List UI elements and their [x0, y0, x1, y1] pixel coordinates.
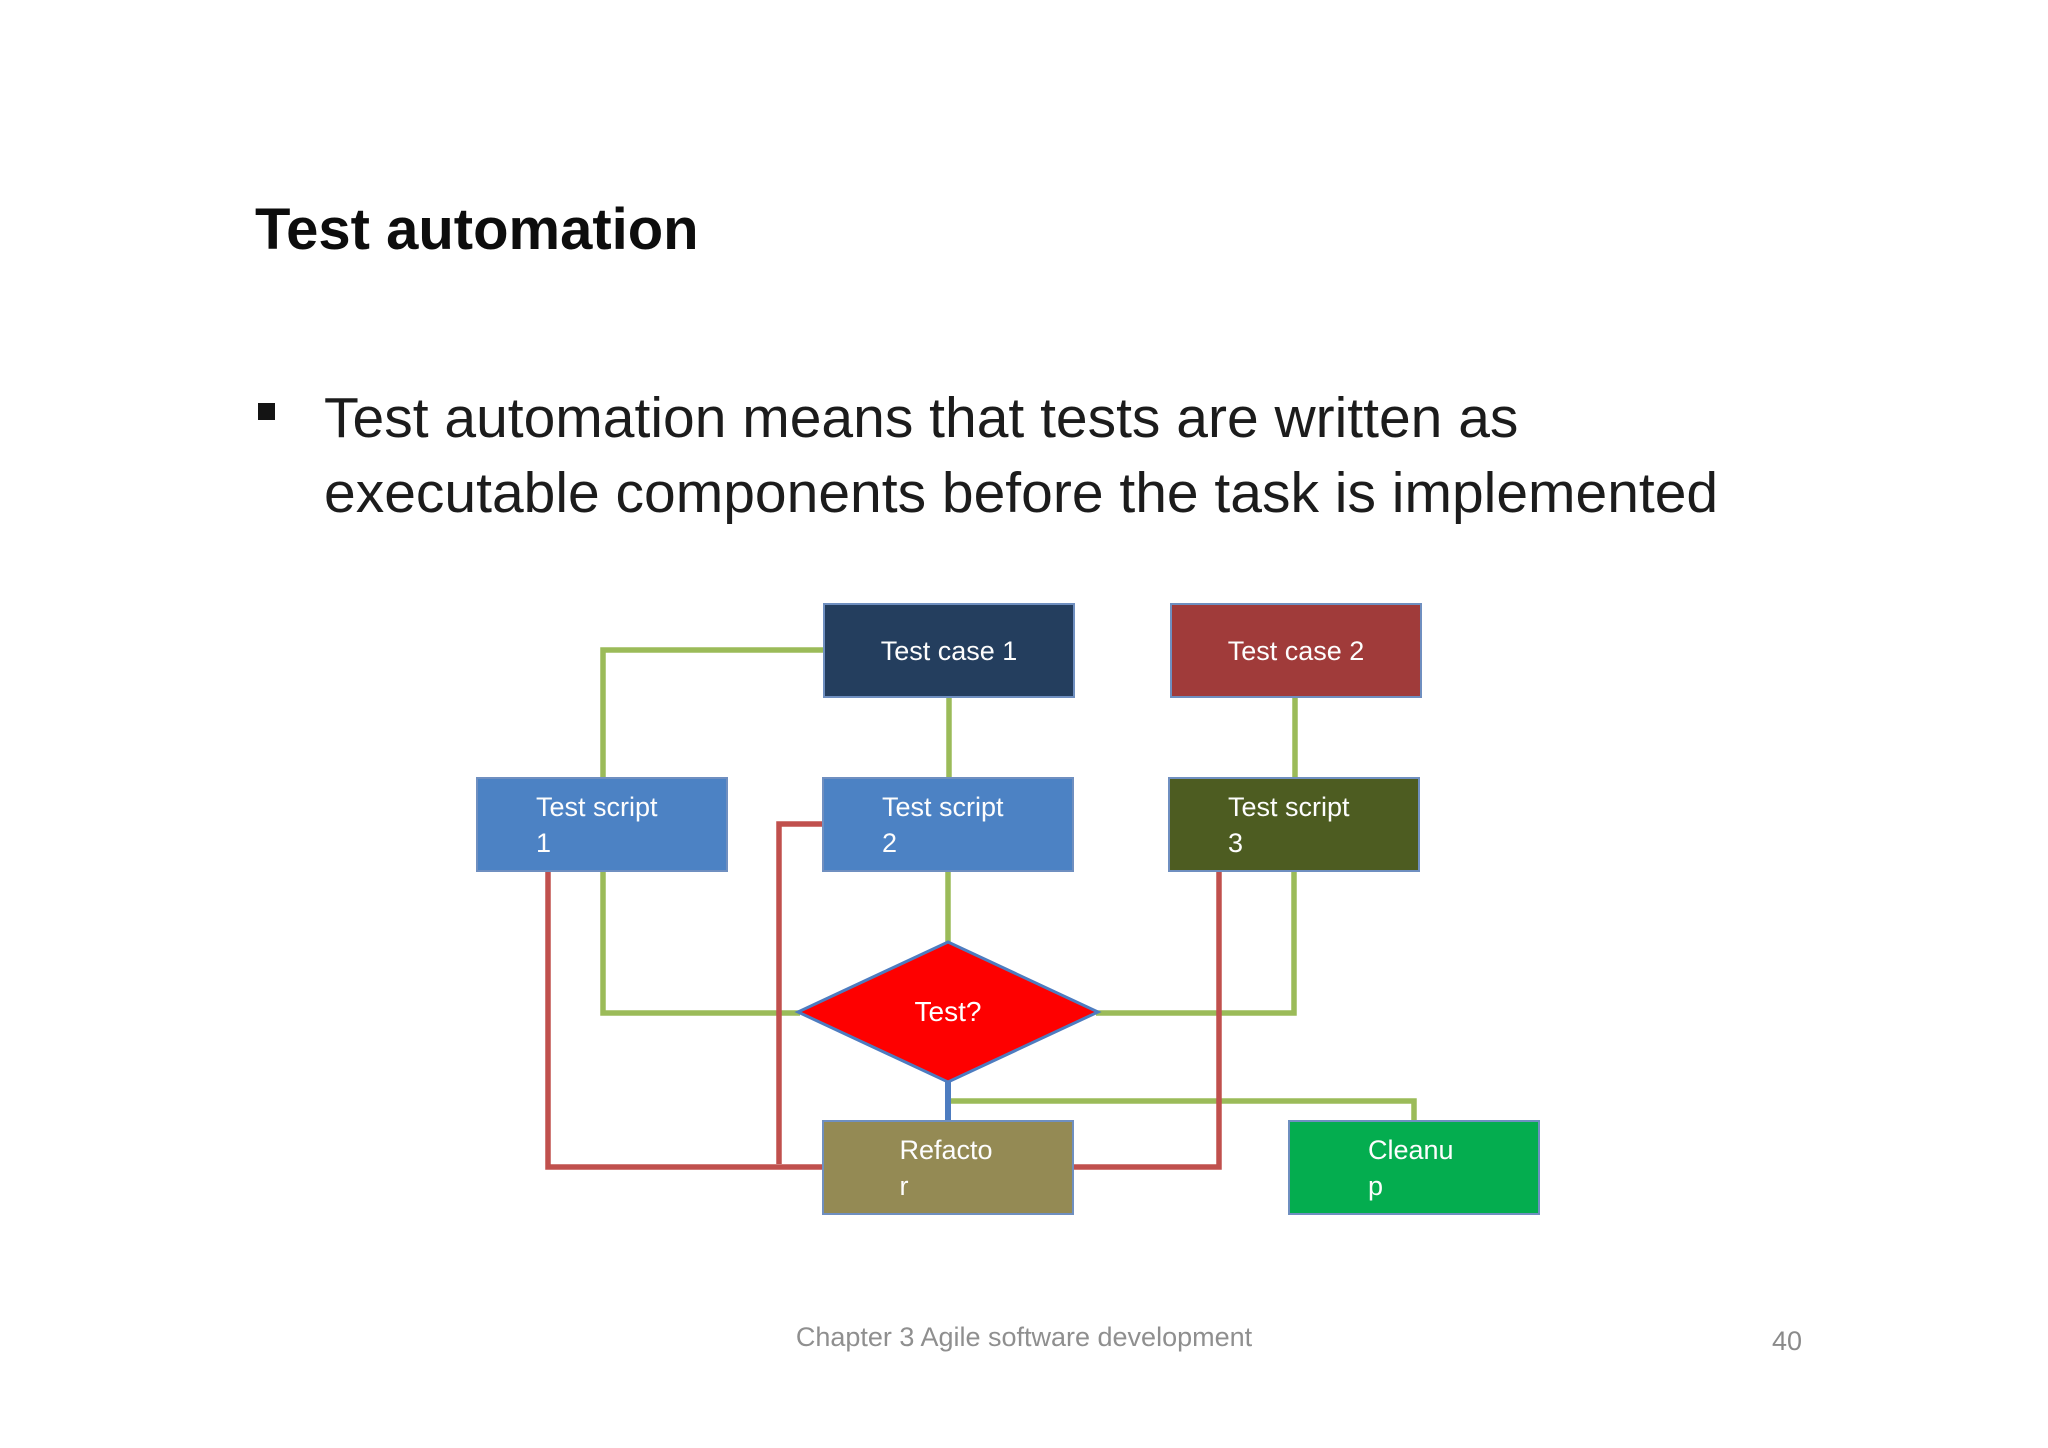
node-test-decision-label: Test?	[914, 996, 982, 1027]
node-refactor: Refactor	[822, 1120, 1074, 1215]
edge-ts1-test	[600, 872, 800, 1016]
footer-chapter-text: Chapter 3 Agile software development	[795, 1322, 1253, 1352]
node-label: Test script 1	[536, 791, 658, 858]
edge-tc1-ts1	[600, 647, 823, 777]
node-label: Cleanup	[1368, 1134, 1454, 1201]
edge-test-cleanup	[948, 1098, 1417, 1122]
node-label: Test script 3	[1228, 791, 1350, 858]
edge-ts2-refactor	[776, 821, 822, 1164]
edge-ts3-refactor	[1074, 872, 1222, 1170]
node-test-script-2: Test script 2	[822, 777, 1074, 872]
node-label: Test script 2	[882, 791, 1004, 858]
node-test-script-3: Test script 3	[1168, 777, 1420, 872]
edge-ts3-test	[1096, 872, 1297, 1016]
bullet-text: Test automation means that tests are wri…	[324, 386, 1719, 525]
node-label: Refactor	[899, 1134, 993, 1201]
node-test-case-2: Test case 2	[1170, 603, 1422, 698]
test-decision-diamond	[794, 940, 1102, 1084]
node-cleanup: Cleanup	[1288, 1120, 1540, 1215]
node-test-case-1: Test case 1	[823, 603, 1075, 698]
slide-title: Test automation	[255, 197, 699, 262]
node-label: Test case 1	[880, 635, 1018, 666]
page-number: 40	[1772, 1326, 1803, 1356]
node-label: Test case 2	[1227, 635, 1365, 666]
node-test-script-1: Test script 1	[476, 777, 728, 872]
bullet-square-icon	[258, 403, 275, 420]
edge-ts1-refactor	[545, 872, 822, 1170]
